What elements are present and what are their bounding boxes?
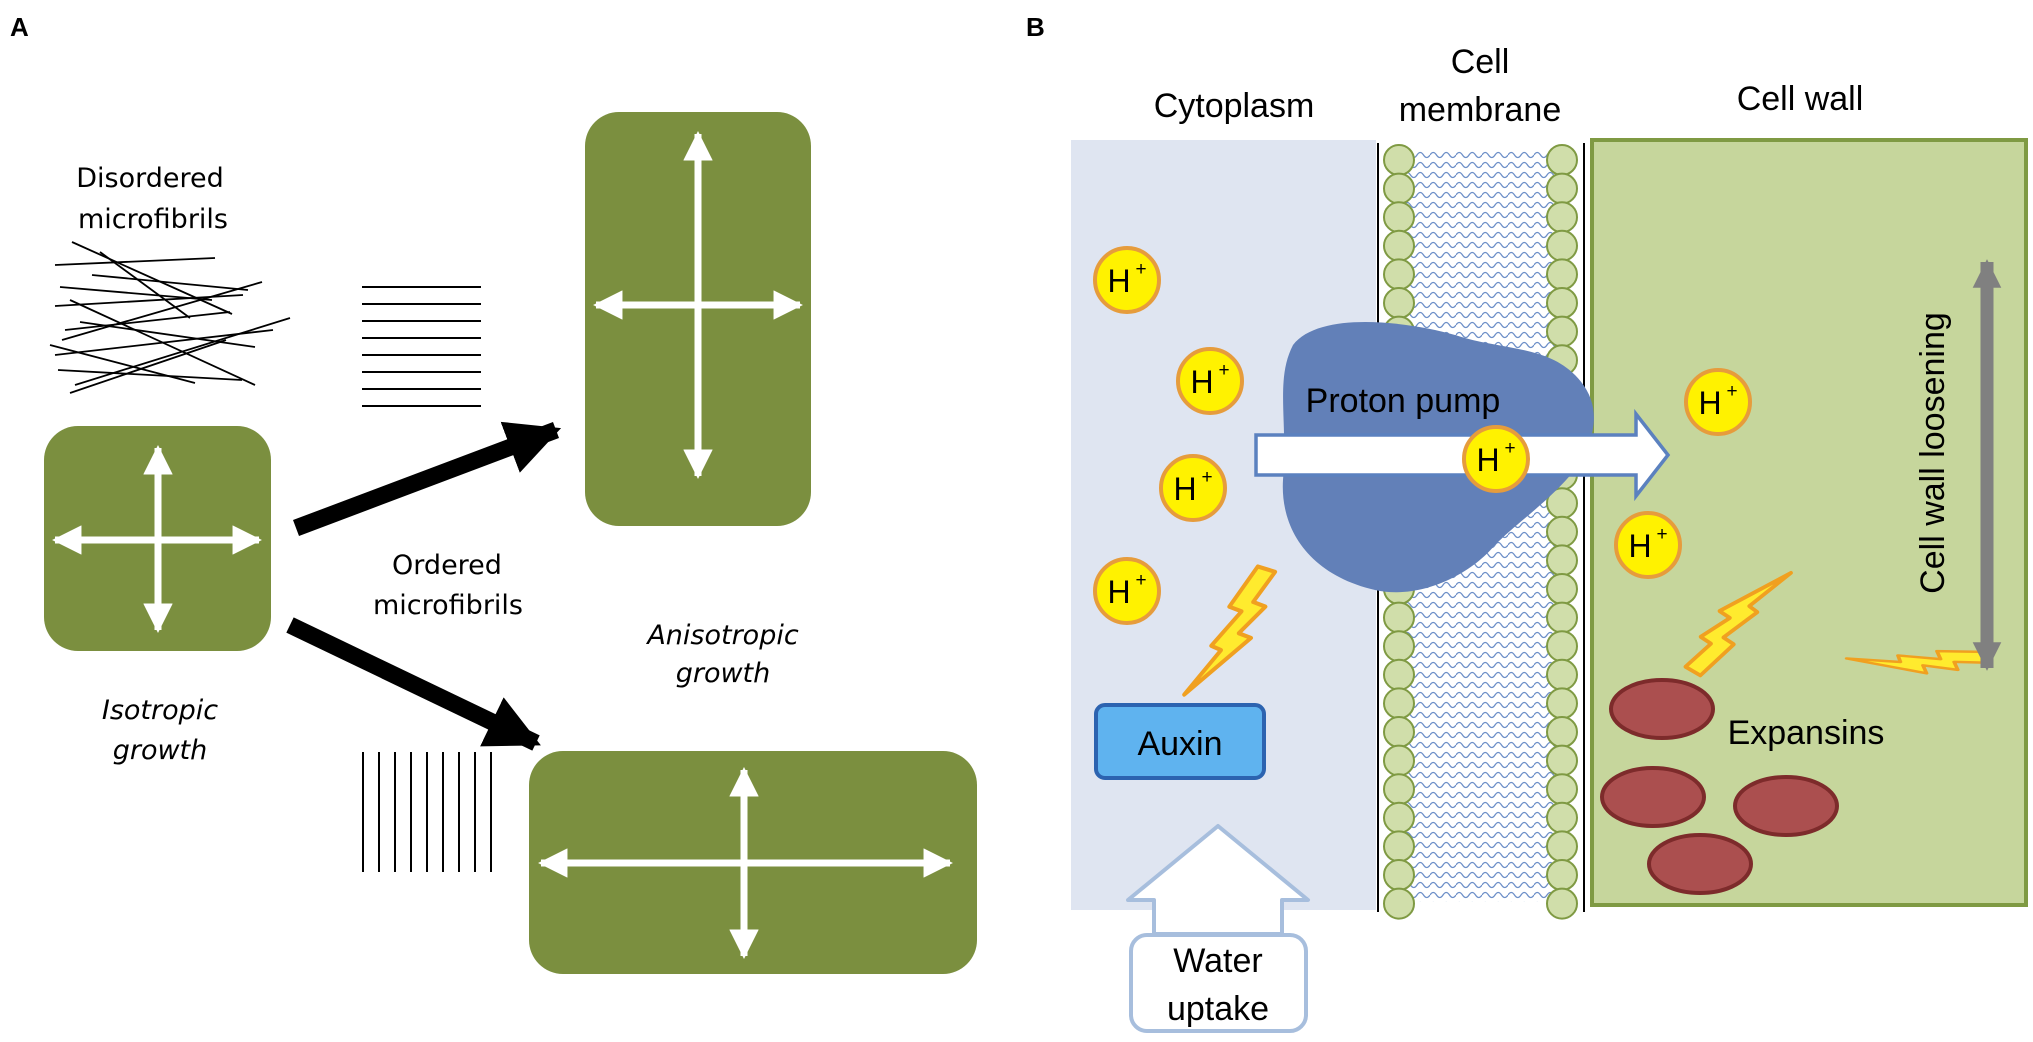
disordered-microfibrils xyxy=(49,241,291,394)
membrane-bead xyxy=(1546,172,1578,205)
svg-text:H: H xyxy=(1107,263,1130,299)
anisotropic-label-line2: growth xyxy=(676,658,771,689)
expansin xyxy=(1647,833,1753,895)
svg-text:+: + xyxy=(1218,360,1229,381)
arrow-to-horizontal-growth xyxy=(286,617,541,751)
membrane-bead xyxy=(1383,716,1415,748)
membrane-bead xyxy=(1546,744,1578,777)
membrane-bead xyxy=(1546,716,1578,748)
arrow-to-vertical-growth xyxy=(293,421,562,536)
membrane-bead xyxy=(1383,258,1415,291)
membrane-bead xyxy=(1546,658,1578,691)
panel-a-letter: A xyxy=(10,12,29,42)
membrane-bead xyxy=(1383,630,1415,663)
membrane-bead xyxy=(1383,859,1415,891)
disordered-label-line1: Disordered xyxy=(76,163,224,194)
membrane-bead xyxy=(1546,229,1578,262)
membrane-bead xyxy=(1546,773,1578,806)
membrane-bead xyxy=(1383,773,1415,806)
membrane-bead xyxy=(1383,744,1415,777)
svg-text:H: H xyxy=(1476,442,1499,478)
membrane-bead xyxy=(1546,830,1578,863)
elongated-vertical-cell xyxy=(585,112,811,526)
proton: H + xyxy=(1614,511,1682,579)
svg-text:H: H xyxy=(1698,385,1721,421)
membrane-bead xyxy=(1383,172,1415,205)
svg-text:H: H xyxy=(1173,471,1196,507)
isotropic-label-line1: Isotropic xyxy=(102,695,218,726)
membrane-bead xyxy=(1546,630,1578,663)
isotropic-label-line2: growth xyxy=(113,735,208,766)
vertical-microfibrils xyxy=(362,752,492,872)
svg-text:H: H xyxy=(1628,528,1651,564)
membrane-bead xyxy=(1546,315,1578,348)
proton: H + xyxy=(1462,425,1530,493)
water-label-line1: Water xyxy=(1173,942,1262,980)
membrane-label-line1: Cell xyxy=(1451,43,1510,81)
panel-b-letter: B xyxy=(1026,12,1045,42)
svg-text:H: H xyxy=(1190,364,1213,400)
cell-wall-label: Cell wall xyxy=(1737,80,1864,118)
elongated-horizontal-cell xyxy=(529,751,977,974)
svg-text:+: + xyxy=(1201,467,1212,488)
membrane-bead xyxy=(1546,544,1578,577)
isotropic-cell xyxy=(44,426,271,651)
membrane-bead xyxy=(1383,229,1415,262)
membrane-bead xyxy=(1546,258,1578,291)
proton: H + xyxy=(1159,454,1227,522)
membrane-bead xyxy=(1383,658,1415,691)
svg-text:+: + xyxy=(1726,381,1737,402)
membrane-bead xyxy=(1383,287,1415,319)
expansins-label: Expansins xyxy=(1728,714,1885,752)
membrane-bead xyxy=(1546,573,1578,605)
panel-a: A Disordered microfibrils xyxy=(10,12,977,974)
svg-text:+: + xyxy=(1135,259,1146,280)
membrane-bead xyxy=(1546,859,1578,891)
proton: H + xyxy=(1684,368,1752,436)
cytoplasm-label: Cytoplasm xyxy=(1154,87,1315,125)
membrane-bead xyxy=(1546,515,1578,548)
water-label-line2: uptake xyxy=(1167,990,1269,1028)
membrane-bead xyxy=(1546,601,1578,634)
horizontal-microfibrils xyxy=(362,286,481,407)
membrane-bead xyxy=(1383,801,1415,834)
expansin xyxy=(1600,766,1706,828)
svg-text:H: H xyxy=(1107,574,1130,610)
membrane-bead xyxy=(1383,601,1415,634)
proton: H + xyxy=(1093,557,1161,625)
expansin xyxy=(1609,678,1715,740)
membrane-bead xyxy=(1383,830,1415,863)
auxin-label: Auxin xyxy=(1137,725,1222,763)
svg-text:+: + xyxy=(1135,570,1146,591)
auxin-box xyxy=(1094,703,1266,780)
proton: H + xyxy=(1093,246,1161,314)
membrane-bead xyxy=(1546,201,1578,234)
membrane-bead xyxy=(1546,687,1578,720)
membrane-bead xyxy=(1546,287,1578,319)
svg-text:+: + xyxy=(1656,524,1667,545)
disordered-label-line2: microfibrils xyxy=(78,204,228,235)
proton: H + xyxy=(1176,347,1244,415)
ordered-label-line1: Ordered xyxy=(392,550,502,581)
membrane-bead xyxy=(1546,887,1578,920)
membrane-bead xyxy=(1546,144,1578,176)
membrane-bead xyxy=(1383,201,1415,234)
anisotropic-label-line1: Anisotropic xyxy=(645,620,799,651)
expansin xyxy=(1733,775,1839,837)
proton-pump-label: Proton pump xyxy=(1306,382,1501,420)
ordered-label-line2: microfibrils xyxy=(373,590,523,621)
water-uptake-box xyxy=(1129,933,1308,1033)
membrane-bead xyxy=(1546,801,1578,834)
proton-transport-arrow xyxy=(1254,408,1671,502)
panel-b: B Cytoplasm Cell membrane Cell wall Prot… xyxy=(1026,12,2028,1033)
membrane-bead xyxy=(1383,887,1415,920)
membrane-bead xyxy=(1383,687,1415,720)
membrane-bead xyxy=(1383,144,1415,176)
loosening-label: Cell wall loosening xyxy=(1914,312,1952,594)
svg-text:+: + xyxy=(1504,438,1515,459)
membrane-label-line2: membrane xyxy=(1399,91,1562,129)
